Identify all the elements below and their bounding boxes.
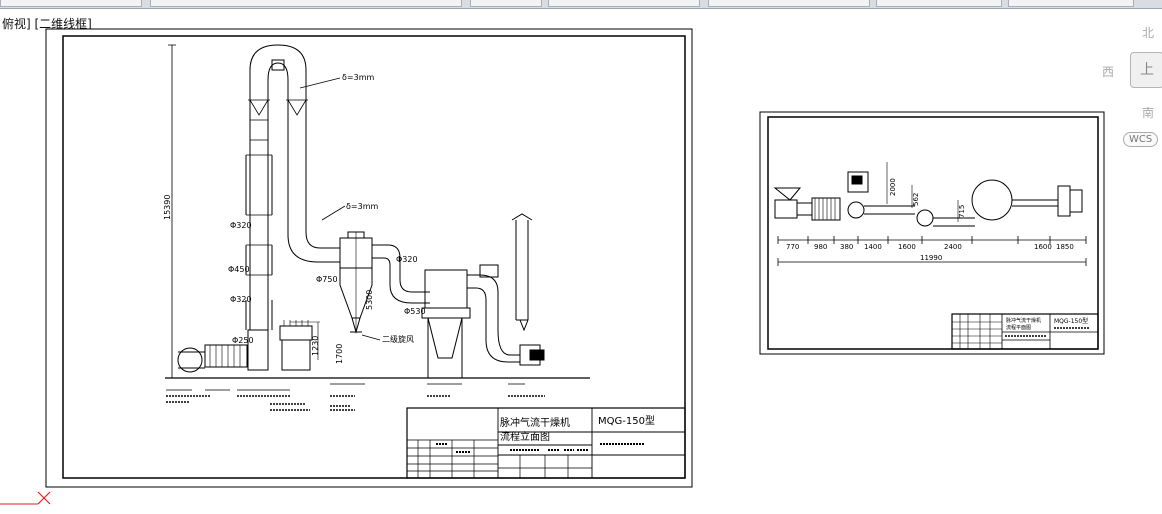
toolbar-segment[interactable]	[470, 0, 542, 7]
label-cyclone-note: 二级旋风	[382, 334, 414, 344]
dim-h715: 715	[958, 205, 966, 218]
right-drawing-sheet[interactable]	[759, 111, 1105, 355]
toolbar-segment[interactable]	[0, 0, 142, 7]
right-title-line2: 流程平面图	[1006, 324, 1031, 331]
compass-west[interactable]: 西	[1102, 65, 1115, 79]
dim-2400: 2400	[944, 243, 962, 251]
wcs-menu-button[interactable]: WCS	[1123, 132, 1159, 147]
label-d250: Φ250	[232, 336, 254, 345]
top-toolbar	[0, 0, 1162, 9]
left-model: MQG-150型	[598, 414, 655, 427]
toolbar-segment[interactable]	[548, 0, 700, 7]
view-cube-top-face[interactable]: 上	[1130, 52, 1162, 88]
dim-1400: 1400	[864, 243, 882, 251]
toolbar-segment[interactable]	[708, 0, 870, 7]
label-d750: Φ750	[316, 275, 338, 284]
label-dim1230: 1230	[311, 336, 320, 356]
dim-total: 11990	[920, 254, 942, 262]
label-d320c: Φ320	[396, 255, 418, 264]
label-d450: Φ450	[228, 265, 250, 274]
left-sheet-labels: δ=3mm δ=3mm 15390 Φ320 Φ450 Φ320 Φ250 Φ7…	[163, 73, 655, 443]
left-title-line2: 流程立面图	[500, 430, 550, 443]
dim-1600b: 1600	[1034, 243, 1052, 251]
dim-h2000: 2000	[889, 178, 897, 196]
label-d320b: Φ320	[230, 295, 252, 304]
label-dim1700: 1700	[335, 344, 344, 364]
dim-1850: 1850	[1056, 243, 1074, 251]
compass-north[interactable]: 北	[1142, 26, 1155, 40]
label-delta3: δ=3mm	[342, 73, 374, 82]
compass-south[interactable]: 南	[1142, 106, 1155, 120]
toolbar-segment[interactable]	[876, 0, 1002, 7]
dim-1600a: 1600	[898, 243, 916, 251]
dim-770: 770	[786, 243, 799, 251]
label-dim5300: 5300	[365, 290, 374, 310]
dim-h562: 562	[912, 193, 920, 206]
label-delta3b: δ=3mm	[346, 202, 378, 211]
right-title-line1: 脉冲气流干燥机	[1006, 317, 1041, 324]
left-title-line1: 脉冲气流干燥机	[500, 416, 570, 429]
label-height: 15390	[163, 195, 172, 220]
dim-980: 980	[814, 243, 827, 251]
toolbar-segment[interactable]	[150, 0, 462, 7]
dim-380: 380	[840, 243, 853, 251]
right-model: MQG-150型	[1054, 317, 1088, 325]
left-drawing-sheet[interactable]	[45, 28, 693, 488]
ucs-icon	[0, 491, 51, 505]
right-sheet-labels: 770 980 380 1400 1600 2400 1600 1850 119…	[786, 178, 1088, 331]
label-d320a: Φ320	[230, 221, 252, 230]
label-d530: Φ530	[404, 307, 426, 316]
viewport-controls-label[interactable]: 俯视] [二维线框]	[2, 17, 92, 31]
toolbar-segment[interactable]	[1008, 0, 1134, 7]
